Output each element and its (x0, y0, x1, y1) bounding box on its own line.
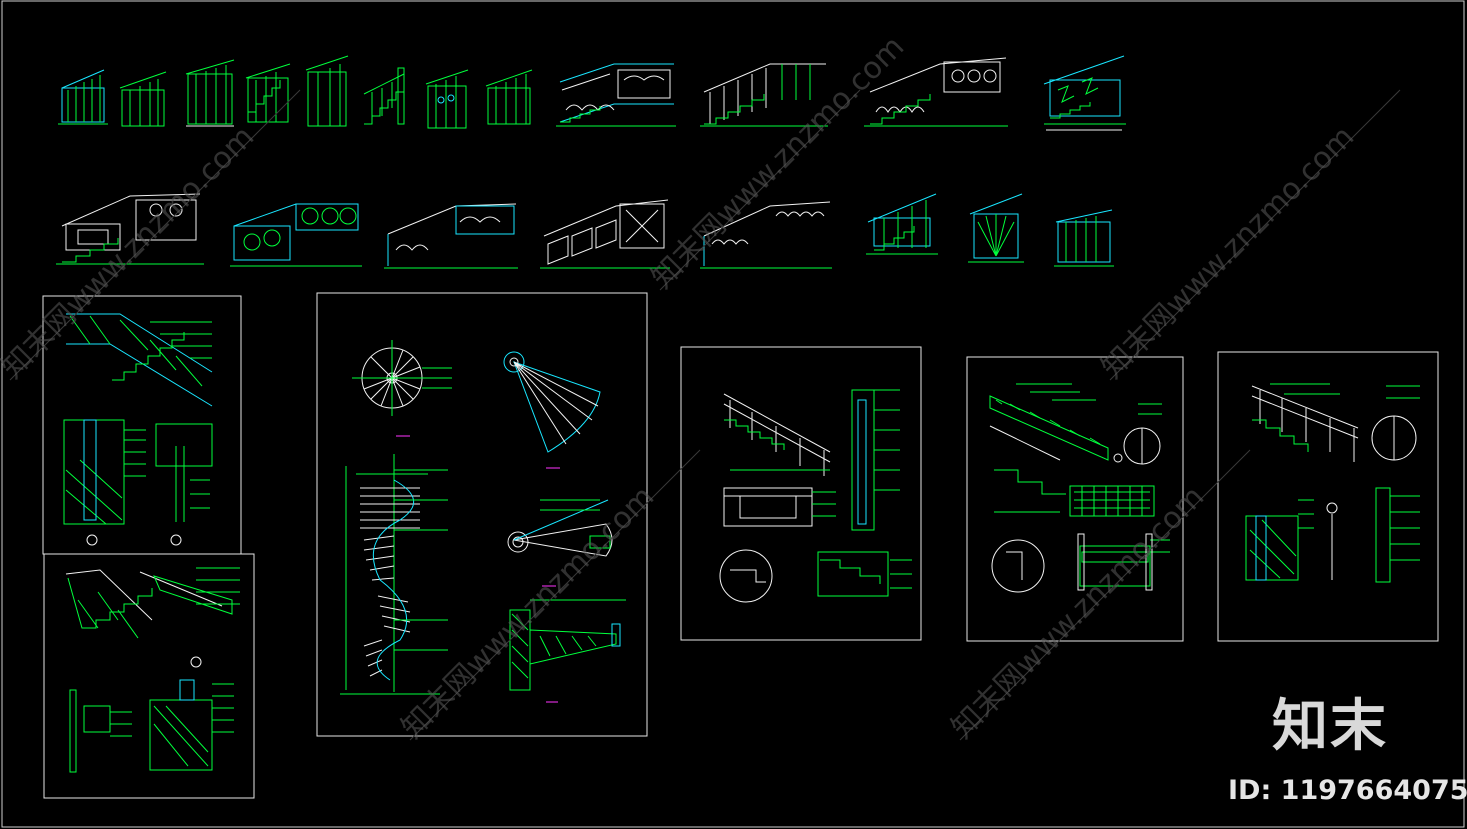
diagonal-watermark-marks (9, 89, 1401, 741)
sheet-spiral-stair (340, 340, 626, 703)
sheet-stair-detail-b (65, 567, 240, 773)
watermark-logo: 知末 (1272, 694, 1388, 759)
sheet-stair-detail-e (989, 383, 1170, 593)
railing-elevation-row-1 (58, 55, 1126, 131)
sheet-stair-detail-d (719, 389, 912, 603)
sheet-frames (42, 292, 1439, 799)
railing-elevation-row-2 (56, 193, 1114, 269)
sheet-stair-detail-a (63, 313, 213, 546)
watermark-id: ID: 1197664075 (1228, 775, 1467, 806)
sheet-stair-detail-f (1245, 383, 1420, 583)
